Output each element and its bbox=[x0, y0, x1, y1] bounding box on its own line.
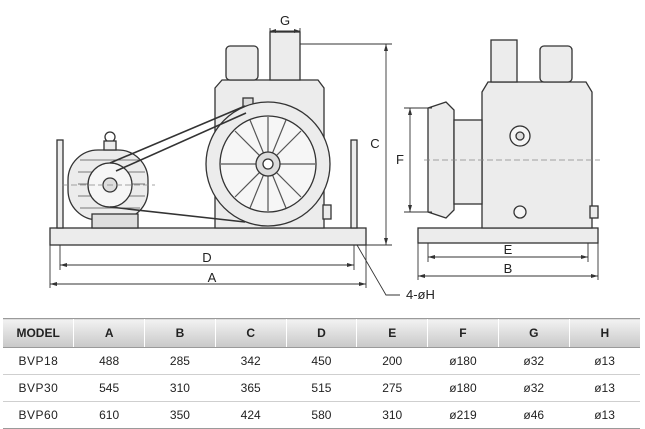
header-c: C bbox=[214, 318, 287, 348]
right-post bbox=[350, 139, 358, 229]
base-plate bbox=[49, 227, 367, 246]
dim-label-g: G bbox=[280, 13, 290, 28]
outlet-pipe bbox=[269, 31, 301, 81]
header-e: E bbox=[356, 318, 428, 348]
header-f: F bbox=[427, 318, 499, 348]
header-h: H bbox=[568, 318, 640, 348]
cell-h: ø13 bbox=[569, 374, 640, 402]
header-b: B bbox=[144, 318, 216, 348]
cell-model: BVP30 bbox=[3, 374, 74, 402]
dim-label-d: D bbox=[202, 250, 211, 265]
dim-label-a: A bbox=[208, 270, 217, 285]
cell-model: BVP60 bbox=[3, 401, 74, 429]
dim-label-h: 4-øH bbox=[406, 287, 435, 302]
cell-g: ø32 bbox=[498, 347, 570, 375]
side-view bbox=[417, 39, 600, 244]
cell-a: 610 bbox=[73, 401, 145, 429]
cell-b: 350 bbox=[144, 401, 216, 429]
cell-e: 200 bbox=[356, 347, 428, 375]
cell-model: BVP18 bbox=[3, 347, 74, 375]
cell-f: ø219 bbox=[427, 401, 499, 429]
cell-a: 545 bbox=[73, 374, 145, 402]
header-model: MODEL bbox=[3, 318, 74, 348]
table-row: BVP30 545 310 365 515 275 ø180 ø32 ø13 bbox=[3, 374, 640, 402]
drive-belt bbox=[109, 105, 247, 223]
header-a: A bbox=[73, 318, 145, 348]
cell-h: ø13 bbox=[569, 401, 640, 429]
header-d: D bbox=[285, 318, 357, 348]
spec-table: MODEL A B C D E F G H BVP18 488 285 342 … bbox=[3, 318, 640, 429]
inlet-cap bbox=[225, 45, 259, 81]
cell-c: 424 bbox=[215, 401, 287, 429]
dim-label-b: B bbox=[504, 261, 513, 276]
side-housing bbox=[481, 81, 593, 229]
dim-label-c: C bbox=[370, 136, 379, 151]
pump-dimension-drawing: G C D A 4-øH F E B bbox=[49, 13, 600, 302]
side-inlet-cap bbox=[539, 45, 573, 83]
cell-c: 365 bbox=[215, 374, 287, 402]
spec-header-row: MODEL A B C D E F G H bbox=[3, 318, 640, 348]
cell-c: 342 bbox=[215, 347, 287, 375]
front-dimensions bbox=[49, 28, 400, 296]
cell-g: ø46 bbox=[498, 401, 570, 429]
cell-b: 285 bbox=[144, 347, 216, 375]
front-view bbox=[49, 31, 367, 246]
cell-a: 488 bbox=[73, 347, 145, 375]
table-row: BVP60 610 350 424 580 310 ø219 ø46 ø13 bbox=[3, 401, 640, 429]
cell-g: ø32 bbox=[498, 374, 570, 402]
side-dimensions bbox=[404, 107, 599, 280]
table-row: BVP18 488 285 342 450 200 ø180 ø32 ø13 bbox=[3, 347, 640, 375]
cell-d: 450 bbox=[286, 347, 357, 375]
cell-d: 515 bbox=[286, 374, 357, 402]
cell-h: ø13 bbox=[569, 347, 640, 375]
cell-e: 275 bbox=[356, 374, 428, 402]
left-post bbox=[56, 139, 64, 229]
cell-d: 580 bbox=[286, 401, 357, 429]
side-base bbox=[417, 227, 599, 244]
cell-b: 310 bbox=[144, 374, 216, 402]
side-flywheel bbox=[427, 101, 455, 219]
cell-e: 310 bbox=[356, 401, 428, 429]
dim-label-e: E bbox=[504, 242, 513, 257]
dim-label-f: F bbox=[396, 152, 404, 167]
side-outlet-pipe bbox=[490, 39, 518, 83]
cell-f: ø180 bbox=[427, 347, 499, 375]
header-g: G bbox=[497, 318, 570, 348]
cell-f: ø180 bbox=[427, 374, 499, 402]
